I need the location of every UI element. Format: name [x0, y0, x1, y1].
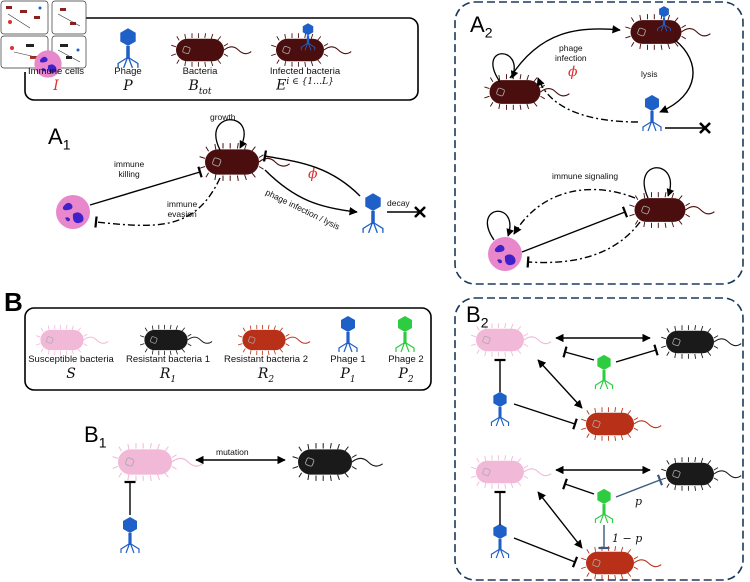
- A2-phi-symbol: ϕ: [568, 64, 578, 80]
- A2-phage-icon: [642, 94, 662, 132]
- B2-upper-phage2-icon: [594, 354, 614, 390]
- A2-phage-infection-edge: [509, 25, 621, 79]
- panel-B-label: B: [4, 287, 23, 317]
- B2-p-label: p: [635, 495, 643, 508]
- B2-panel-box: [454, 297, 744, 581]
- legend-top-infected-bacteria-icon: [270, 22, 352, 68]
- legend-resistant2-label: Resistant bacteria 2: [224, 354, 308, 365]
- A2-immune-killing-edge: [521, 206, 629, 253]
- panel-A2-label: A2: [470, 12, 493, 41]
- B1-phage-icon: [120, 516, 140, 554]
- legend-phage1-symbol: P1: [340, 366, 356, 385]
- legend-bacteria-symbol: Btot: [188, 78, 212, 97]
- legend-phage2-icon: [395, 315, 415, 353]
- A2-phage-infection-dashed-edge: [536, 77, 639, 123]
- A2-lysis-edge: [659, 39, 694, 113]
- A2-bacterium-left-icon: [483, 73, 570, 111]
- B2-lower-susceptible-icon: [470, 454, 552, 490]
- A1-immune-cell-icon: [56, 195, 90, 229]
- panel-B2-label: B2: [466, 302, 489, 331]
- legend-resistant1-symbol: R1: [159, 366, 177, 385]
- legend-phage-symbol: P: [123, 78, 133, 94]
- B2-upper-resistant1-icon: [660, 324, 742, 360]
- B2-lower-p-edges: [598, 474, 664, 550]
- B2-one-minus-p-label: 1 − p: [612, 532, 643, 545]
- A1-growth-loop: [215, 119, 247, 151]
- A2-immune-cell-icon: [488, 237, 522, 271]
- panel-B1-label: B1: [84, 422, 107, 451]
- legend-infected-symbol: Ei ∈ {1…L}: [276, 77, 334, 94]
- B2-upper-edges: [494, 333, 659, 430]
- A1-bacterium-icon: [199, 142, 291, 182]
- legend-susceptible-icon: [35, 324, 109, 356]
- A1-immune-killing-edge: [89, 166, 203, 206]
- legend-top-phage-icon: [117, 27, 139, 69]
- legend-phage2-label: Phage 2: [388, 354, 424, 365]
- A2-infected-bacterium-icon: [624, 5, 711, 51]
- A2-immune-signaling-label: immune signaling: [552, 171, 619, 181]
- A1-phage-infection-edge: [262, 150, 361, 197]
- A2-phage-infection-label: phage infection: [555, 43, 587, 63]
- legend-phage-label: Phage: [114, 66, 142, 77]
- A2-self-loop-left: [492, 53, 519, 83]
- B2-lower-phage1-icon: [490, 523, 510, 559]
- A1-phage-icon: [362, 192, 384, 234]
- B2-lower-resistant1-icon: [660, 456, 742, 492]
- A2-self-loop-immune: [486, 210, 514, 241]
- A1-decay-label: decay: [387, 198, 410, 208]
- A1-immune-evasion-label: immune evasion: [167, 199, 198, 219]
- A1-growth-label: growth: [210, 112, 236, 122]
- legend-resistant1-label: Resistant bacteria 1: [126, 354, 210, 365]
- legend-immune-cells-label: Immune cells: [28, 66, 84, 77]
- legend-phage2-symbol: P2: [398, 366, 414, 385]
- legend-phage1-label: Phage 1: [330, 354, 366, 365]
- legend-susceptible-label: Susceptible bacteria: [28, 354, 114, 365]
- legend-resistant1-icon: [139, 324, 213, 356]
- panel-A1-label: A1: [48, 124, 71, 153]
- A1-phi-symbol: ϕ: [308, 166, 318, 182]
- B1-resistant-icon: [292, 442, 384, 482]
- B2-lower-resistant2-icon: [580, 545, 662, 581]
- legend-resistant2-icon: [237, 324, 311, 356]
- A2-lysis-label: lysis: [641, 69, 658, 79]
- A2-immune-signaling-edge: [513, 188, 636, 235]
- B2-upper-resistant2-icon: [580, 406, 662, 442]
- legend-bottom-box: [24, 307, 432, 391]
- B2-upper-phage1-icon: [490, 391, 510, 427]
- A2-immune-evasion-edge: [526, 221, 641, 268]
- A1-immune-evasion-edge: [94, 177, 221, 228]
- legend-top-bacteria-icon: [170, 32, 252, 68]
- A1-immune-killing-label: immune killing: [114, 159, 145, 179]
- B1-mutation-label: mutation: [216, 447, 249, 457]
- B1-susceptible-icon: [112, 442, 204, 482]
- legend-phage1-icon: [338, 315, 358, 353]
- legend-bacteria-label: Bacteria: [182, 66, 218, 77]
- B2-lower-edges: [494, 465, 651, 568]
- A2-bacterium-right-icon: [628, 191, 715, 229]
- legend-immune-cells-symbol: I: [53, 78, 59, 94]
- A2-panel-box: [454, 1, 744, 285]
- B2-lower-phage2-icon: [594, 488, 614, 524]
- A2-self-loop-right: [643, 167, 675, 199]
- legend-resistant2-symbol: R2: [257, 366, 275, 385]
- legend-susceptible-symbol: S: [66, 366, 76, 382]
- A1-lysis-edge: [264, 169, 358, 216]
- legend-infected-label: Infected bacteria: [269, 66, 341, 77]
